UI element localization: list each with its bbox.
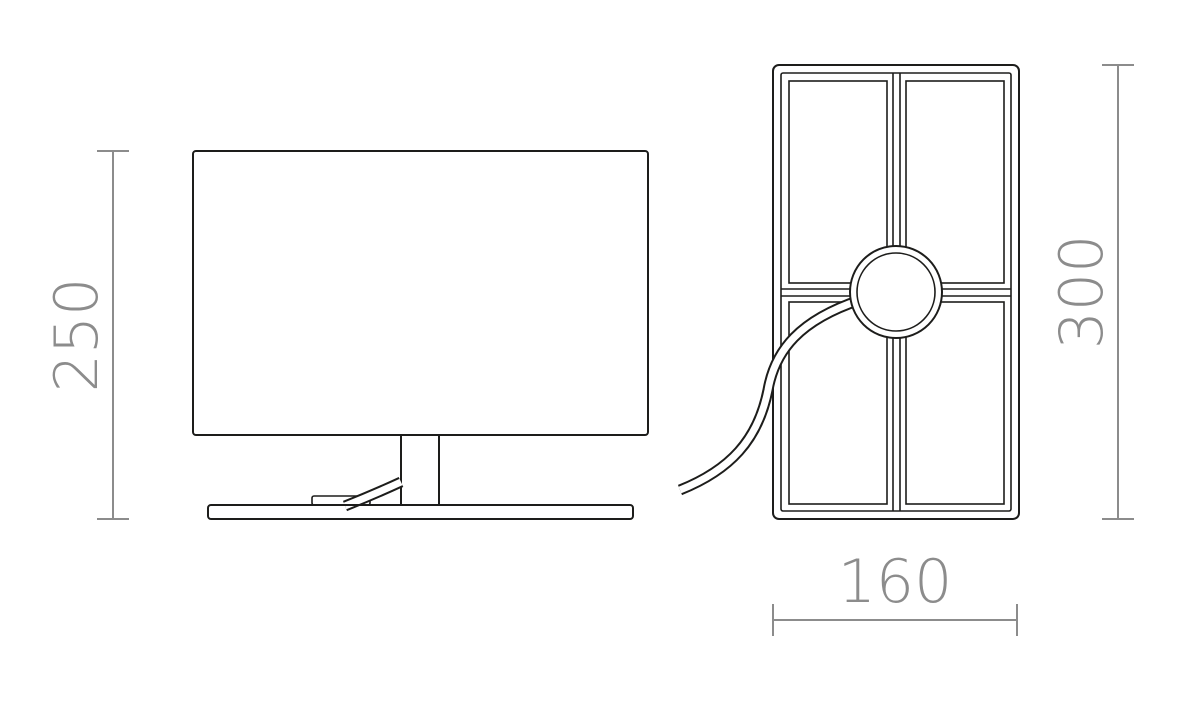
front-cable <box>342 477 404 512</box>
top-height-label: 300 <box>1047 235 1117 350</box>
top-width-label: 160 <box>838 547 953 617</box>
top-frame-outer <box>772 64 1020 520</box>
front-height-label: 250 <box>42 278 112 393</box>
lamp-stem <box>400 434 440 506</box>
top-cable <box>677 294 862 496</box>
dimension-top-width: 160 <box>772 547 1018 636</box>
top-crossbars <box>781 73 1011 511</box>
lamp-shade <box>192 150 649 436</box>
dimension-front-height: 250 <box>42 150 129 520</box>
top-panels <box>788 80 1005 505</box>
front-view <box>192 150 649 520</box>
top-view <box>677 64 1020 520</box>
lamp-base <box>207 504 634 520</box>
top-hub-outer <box>849 245 943 339</box>
dimension-top-height: 300 <box>1047 64 1134 520</box>
top-hub-inner <box>856 252 936 332</box>
top-frame-inner <box>780 72 1012 512</box>
